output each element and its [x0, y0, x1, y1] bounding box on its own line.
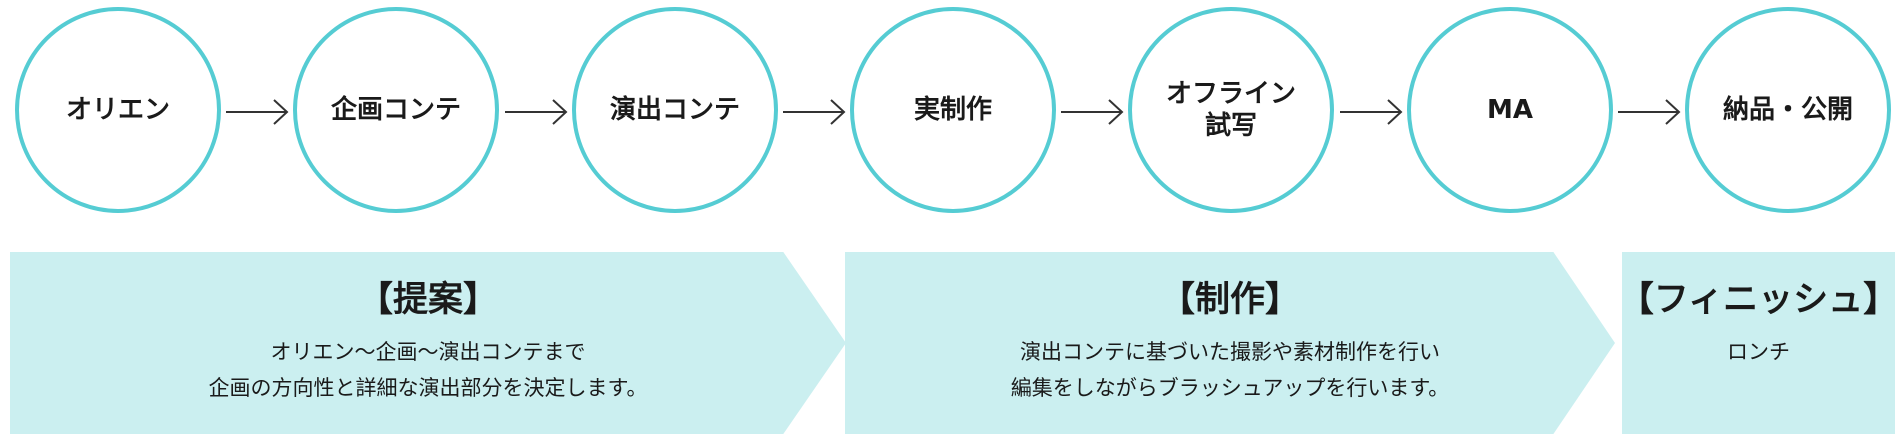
step-label: 演出コンテ: [609, 95, 740, 125]
arrow-6: [1618, 99, 1681, 125]
arrow-3: [783, 99, 846, 125]
phase-title: 【フィニッシュ】: [1618, 280, 1899, 320]
step-orientation: オリエン: [15, 7, 221, 213]
arrow-1: [226, 99, 289, 125]
phase-description: 演出コンテに基づいた撮影や素材制作を行い 編集をしながらブラッシュアップを行いま…: [1011, 334, 1449, 406]
phase-proposal: 【提案】 オリエン〜企画〜演出コンテまで 企画の方向性と詳細な演出部分を決定しま…: [10, 252, 846, 434]
phase-description: ロンチ: [1727, 334, 1790, 370]
phase-description-line: 企画の方向性と詳細な演出部分を決定します。: [208, 376, 648, 400]
step-label: MA: [1487, 95, 1533, 125]
step-label: 納品・公開: [1722, 95, 1853, 125]
step-label: オリエン: [65, 95, 170, 125]
step-label: 企画コンテ: [330, 95, 461, 125]
step-offline-preview: オフライン 試写: [1128, 7, 1334, 213]
phase-description-line: オリエン〜企画〜演出コンテまで: [270, 340, 586, 364]
phase-description-line: ロンチ: [1727, 340, 1790, 364]
phase-finish: 【フィニッシュ】 ロンチ: [1618, 252, 1899, 434]
step-direction-storyboard: 演出コンテ: [572, 7, 778, 213]
phase-description-line: 演出コンテに基づいた撮影や素材制作を行い: [1019, 340, 1440, 364]
process-flow: オリエン 企画コンテ 演出コンテ 実制作 オフライン 試写 MA 納品・公開: [15, 7, 1891, 213]
arrow-4: [1061, 99, 1124, 125]
step-label: 実制作: [913, 95, 992, 125]
phase-title: 【制作】: [1159, 280, 1300, 320]
phase-description-line: 編集をしながらブラッシュアップを行います。: [1010, 376, 1450, 400]
step-ma: MA: [1407, 7, 1613, 213]
phase-production: 【制作】 演出コンテに基づいた撮影や素材制作を行い 編集をしながらブラッシュアッ…: [845, 252, 1615, 434]
step-production: 実制作: [850, 7, 1056, 213]
step-delivery-release: 納品・公開: [1685, 7, 1891, 213]
phase-description: オリエン〜企画〜演出コンテまで 企画の方向性と詳細な演出部分を決定します。: [209, 334, 648, 406]
phase-title: 【提案】: [357, 280, 498, 320]
arrow-2: [505, 99, 568, 125]
arrow-5: [1340, 99, 1403, 125]
step-label-line2: 試写: [1204, 111, 1257, 141]
step-planning-storyboard: 企画コンテ: [293, 7, 499, 213]
step-label-line1: オフライン: [1165, 79, 1296, 109]
